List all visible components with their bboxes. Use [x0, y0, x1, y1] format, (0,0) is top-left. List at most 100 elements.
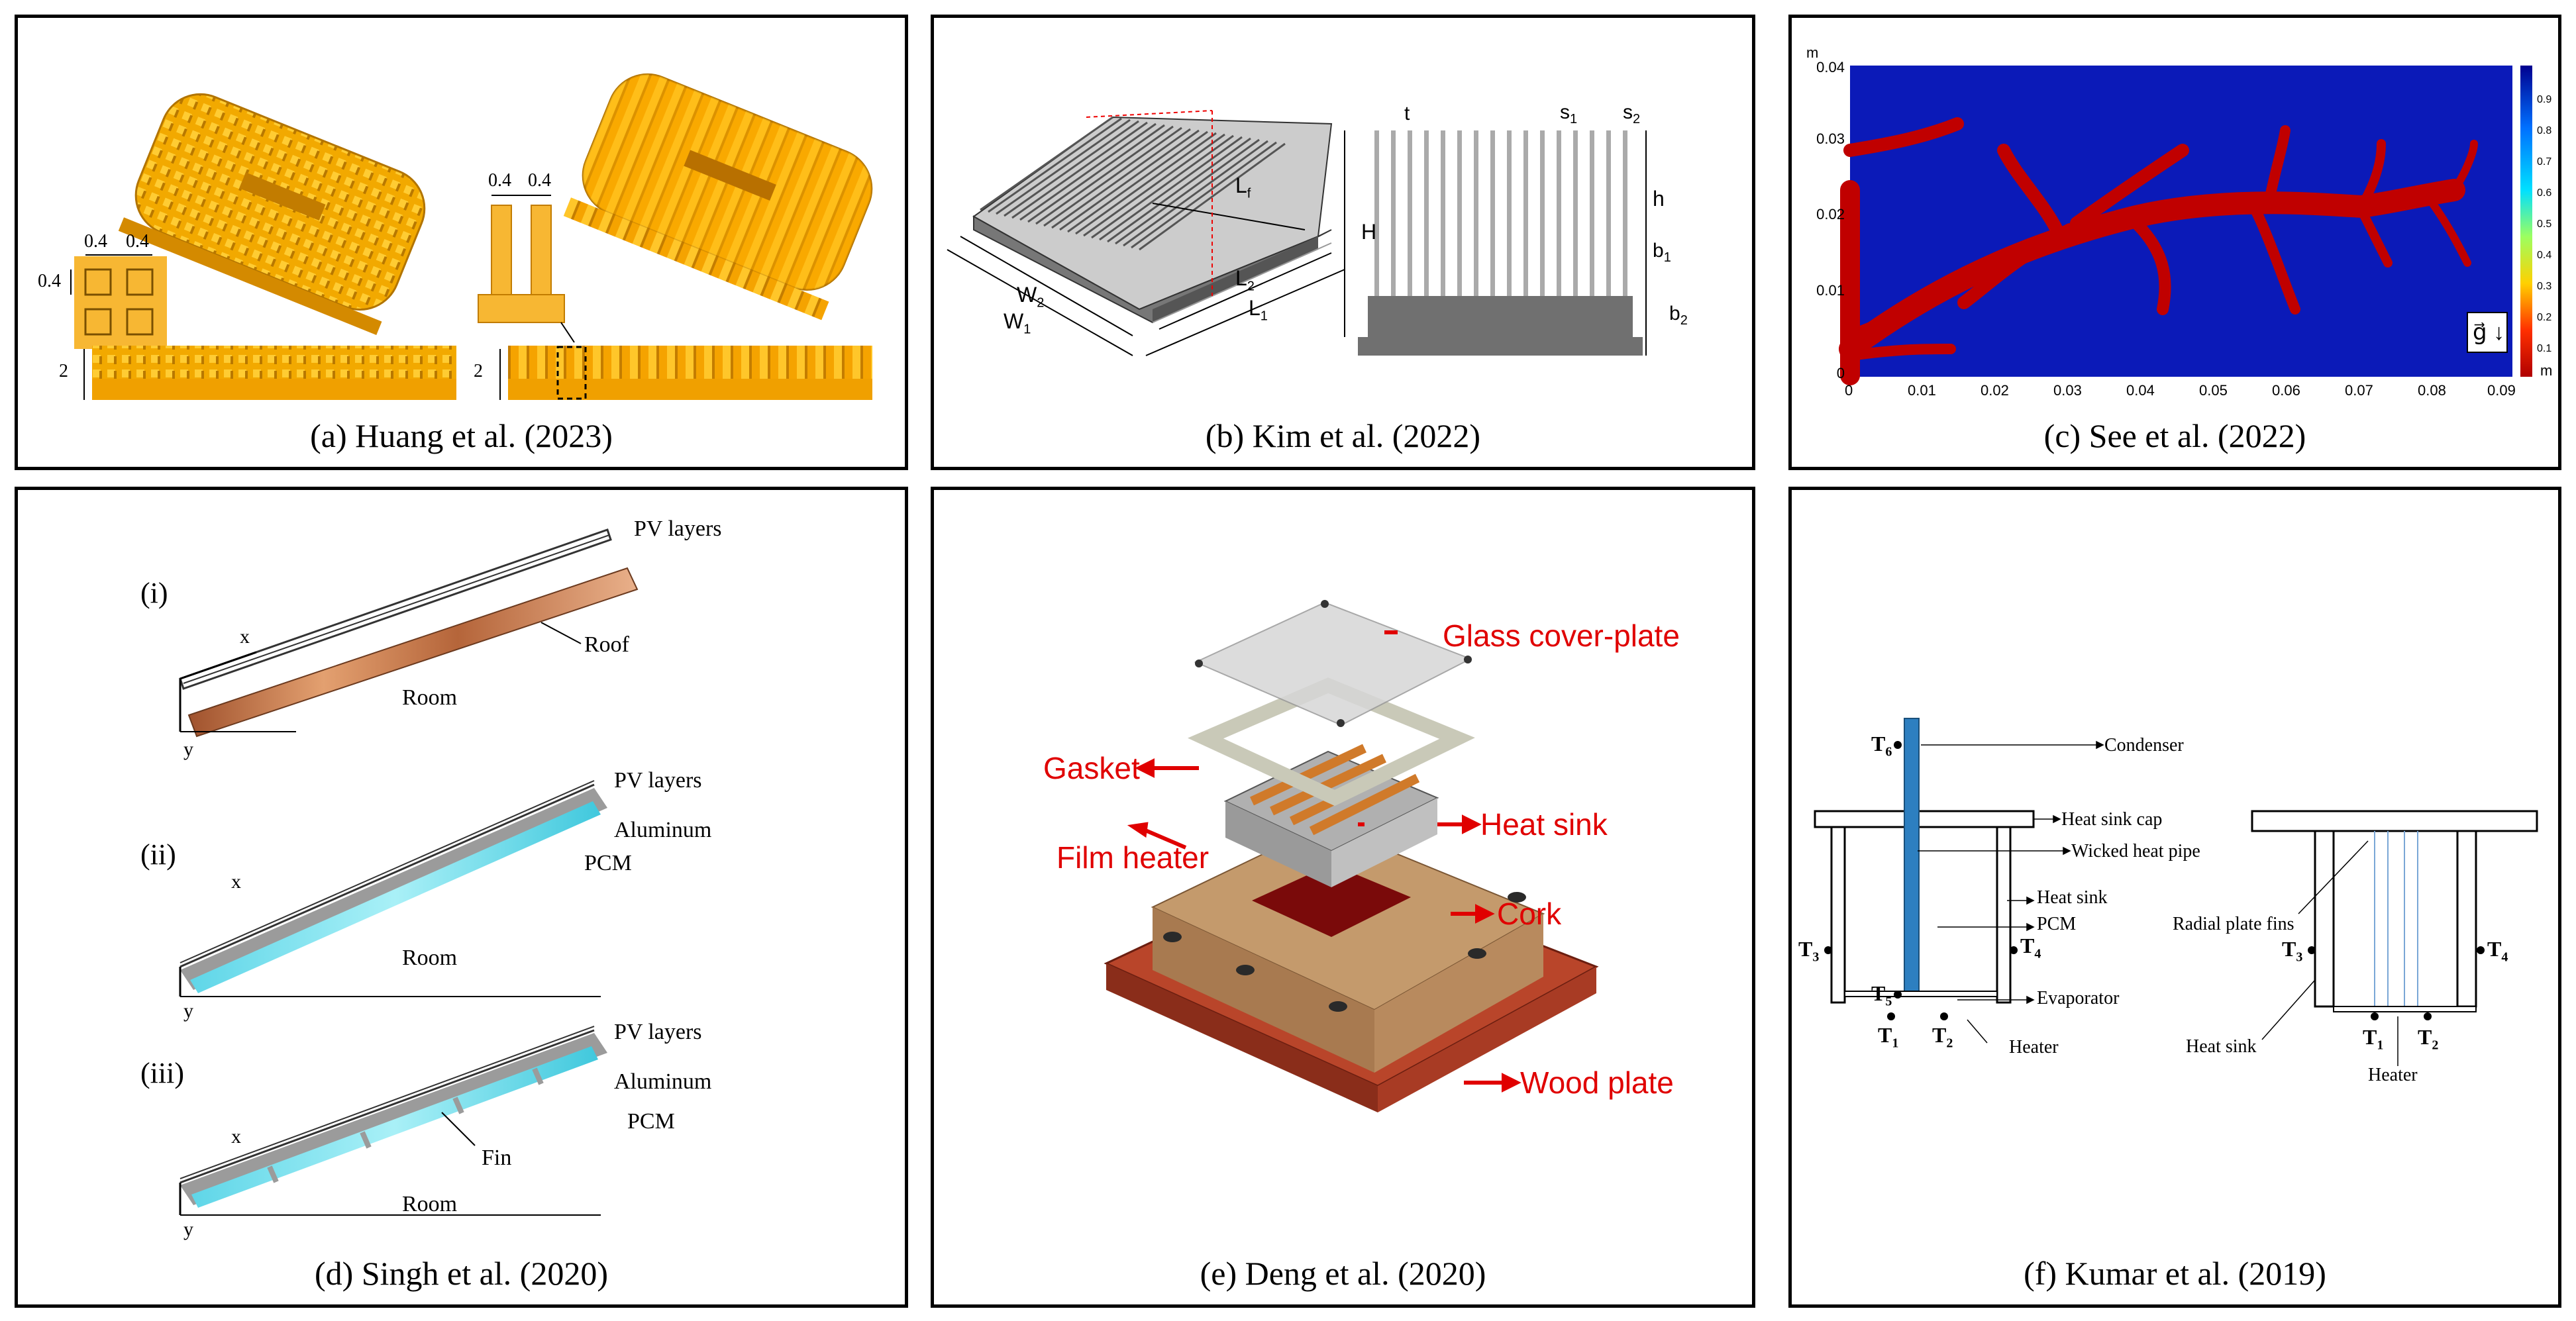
axis-y: y: [183, 1218, 193, 1240]
x-tick: 0.01: [1908, 382, 1936, 399]
panel-f-kumar: T6 T3 T4 T5 T1 T2 Condenser Heat sink ca…: [1788, 487, 2561, 1308]
panel-caption: (f) Kumar et al. (2019): [2024, 1255, 2326, 1292]
sensor-T4: T4: [2020, 934, 2041, 961]
sensor-T3: T3: [1798, 937, 1820, 965]
x-tick: 0.06: [2272, 382, 2300, 399]
pv-label: PV layers: [614, 768, 702, 793]
panel-c-see: m m 0.04 0.03 0.02 0.01 0 0 0.01 0.02 0.…: [1788, 15, 2561, 470]
y-tick: 0.01: [1816, 282, 1845, 299]
gasket-label: Gasket: [1043, 751, 1140, 785]
x-tick: 0.04: [2126, 382, 2155, 399]
axis-x: x: [231, 1126, 241, 1148]
cb-tick: 0.5: [2537, 219, 2552, 230]
y-tick-labels: 0.04 0.03 0.02 0.01 0: [1805, 59, 1845, 383]
sensor-T6: T6: [1871, 732, 1892, 759]
room-label: Room: [402, 685, 458, 710]
x-tick: 0.05: [2199, 382, 2228, 399]
cap-label: Heat sink cap: [2061, 809, 2163, 830]
pcm-label: PCM: [2037, 914, 2077, 934]
heat-pipe-sink-diagram: [1814, 718, 2538, 1066]
heatsink-label: Heat sink: [2186, 1036, 2257, 1057]
panel-caption: (e) Deng et al. (2020): [1200, 1255, 1486, 1292]
sensor-T1: T1: [2363, 1025, 2384, 1053]
gravity-indicator: g⃗ ↓: [2473, 320, 2505, 345]
cb-tick: 0.4: [2537, 250, 2552, 261]
axis-y: y: [183, 1000, 193, 1022]
y-tick: 0.02: [1816, 206, 1845, 222]
sensor-T1: T1: [1878, 1023, 1899, 1051]
subpanel-label: (ii): [140, 838, 176, 871]
sensor-T3: T3: [2282, 937, 2303, 965]
aluminum-label: Aluminum: [614, 818, 712, 842]
aluminum-label: Aluminum: [614, 1069, 712, 1094]
cb-tick: 0.3: [2537, 281, 2552, 292]
dim-label: 0.4: [488, 170, 511, 191]
film-heater-label: Film heater: [1056, 840, 1210, 875]
wood-plate-label: Wood plate: [1520, 1065, 1674, 1100]
panel-caption: (c) See et al. (2022): [2043, 417, 2306, 454]
room-label: Room: [402, 946, 458, 970]
dim-W2: W2: [1017, 283, 1045, 311]
dim-t: t: [1404, 103, 1410, 124]
dim-W1: W1: [1004, 309, 1031, 337]
cb-tick: 0.2: [2537, 312, 2552, 323]
subpanel-label: (iii): [140, 1057, 184, 1089]
panel-caption: (d) Singh et al. (2020): [315, 1255, 608, 1292]
axis-x: x: [240, 626, 250, 648]
condenser-label: Condenser: [2104, 735, 2184, 756]
cb-tick: 0.8: [2537, 125, 2552, 136]
radial-fins-label: Radial plate fins: [2173, 914, 2294, 934]
cb-tick: 0.9: [2537, 94, 2552, 105]
phase-field-contour: [1839, 66, 2532, 385]
y-tick: 0.03: [1816, 130, 1845, 147]
panel-b-kim: t s1 s2 H h b1 b2 Lf L2 L1 W2 W1 (b) Kim…: [931, 15, 1755, 470]
exploded-assembly: [1104, 600, 1599, 1112]
panel-a-huang: 0.4 0.4 0.4 2 0.4 0.4 2 (a) Huang et al.…: [15, 15, 908, 470]
sensor-T4: T4: [2487, 937, 2508, 965]
dim-Lf: Lf: [1235, 173, 1251, 201]
dim-label: 0.4: [528, 170, 551, 191]
pv-label: PV layers: [634, 516, 722, 541]
heatsink-label: Heat sink: [2037, 887, 2108, 908]
dim-L1: L1: [1249, 296, 1268, 324]
glass-label: Glass cover-plate: [1443, 618, 1680, 653]
panel-e-deng: Glass cover-plate Gasket Heat sink Film …: [931, 487, 1755, 1308]
panel-d-singh: (i) PV layers Roof Room x y (ii) PV laye…: [15, 487, 908, 1308]
dim-label: 0.4: [126, 231, 149, 252]
heater-label: Heater: [2368, 1065, 2418, 1085]
dim-s2: s2: [1623, 101, 1641, 126]
y-tick: 0.04: [1816, 59, 1845, 75]
pcm-label: PCM: [584, 851, 632, 875]
dim-label: 2: [59, 361, 68, 381]
dim-label: 0.4: [38, 271, 61, 291]
dim-label: 0.4: [84, 231, 107, 252]
dim-b1: b1: [1653, 240, 1671, 265]
axis-y: y: [183, 738, 193, 760]
dim-b2: b2: [1669, 303, 1688, 328]
fin-label: Fin: [482, 1146, 512, 1170]
sensor-T2: T2: [2418, 1025, 2439, 1053]
y-unit-label: m: [1806, 44, 1819, 61]
panel-caption: (b) Kim et al. (2022): [1205, 417, 1481, 454]
subpanel-label: (i): [140, 577, 168, 609]
room-label: Room: [402, 1192, 458, 1216]
pv-roof-diagrams: [179, 528, 639, 1216]
panel-caption: (a) Huang et al. (2023): [310, 417, 613, 454]
x-tick: 0.09: [2487, 382, 2516, 399]
dim-label: 2: [474, 361, 483, 381]
dim-s1: s1: [1560, 101, 1578, 126]
pcm-label: PCM: [627, 1109, 675, 1134]
x-tick: 0.08: [2418, 382, 2446, 399]
sensor-T5: T5: [1871, 981, 1892, 1009]
heatsink-label: Heat sink: [1480, 807, 1608, 842]
pv-label: PV layers: [614, 1020, 702, 1044]
dim-H: H: [1361, 220, 1377, 244]
evaporator-label: Evaporator: [2037, 988, 2120, 1008]
axis-x: x: [231, 871, 241, 893]
x-tick: 0.03: [2053, 382, 2082, 399]
dim-L2: L2: [1235, 266, 1255, 294]
x-tick: 0.07: [2345, 382, 2373, 399]
cb-tick: 0.6: [2537, 187, 2552, 199]
roof-label: Roof: [584, 632, 629, 657]
cork-label: Cork: [1497, 897, 1562, 931]
